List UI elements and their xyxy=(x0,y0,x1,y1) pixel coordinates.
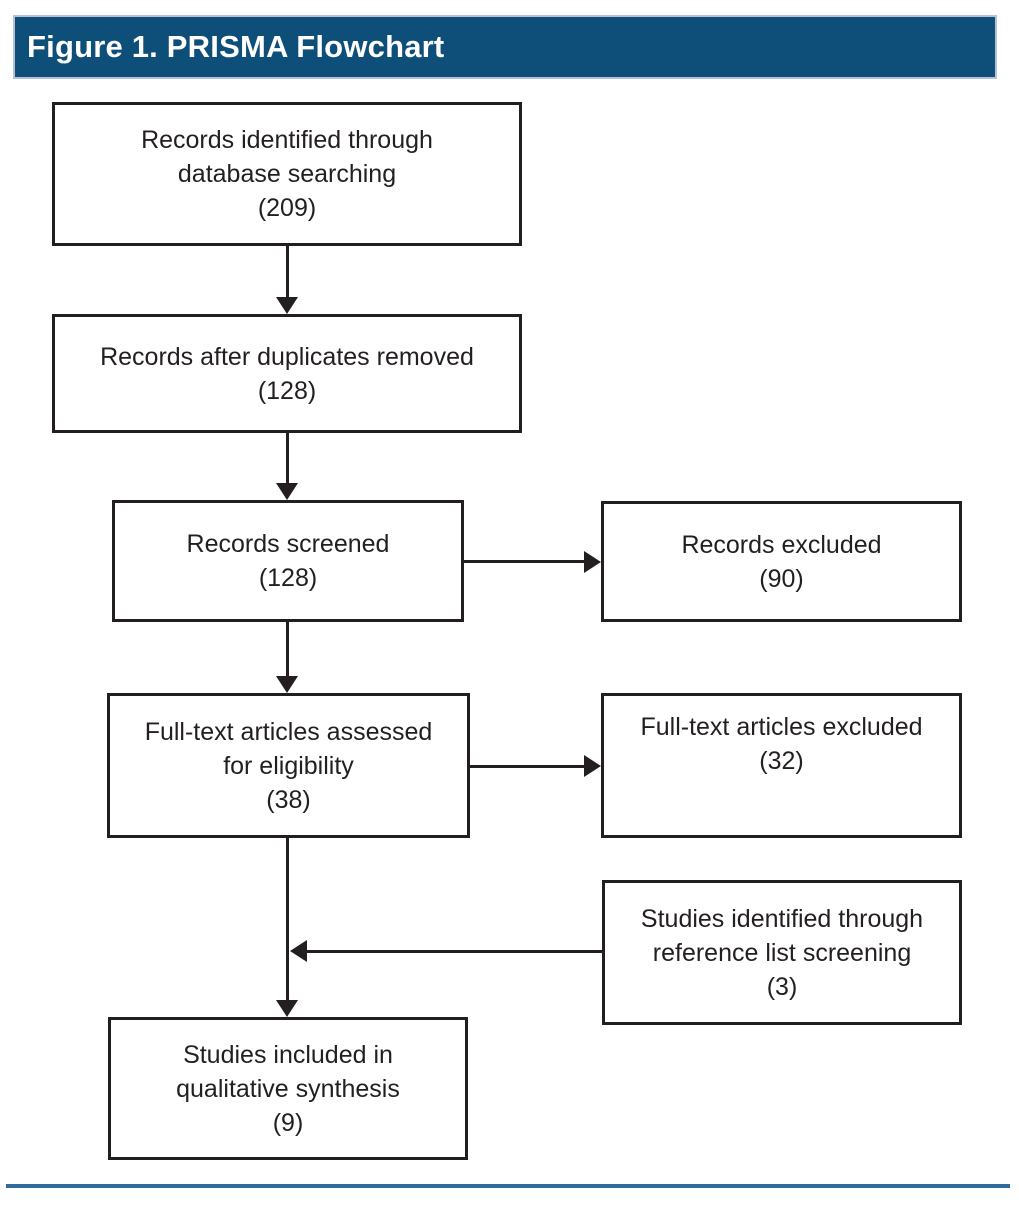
box-line: Records identified through xyxy=(141,126,433,154)
arrowhead-down-icon xyxy=(276,676,298,693)
flow-box-fulltext-excluded: Full-text articles excluded (32) xyxy=(601,693,962,838)
arrow-shaft xyxy=(286,838,289,1000)
flow-box-records-excluded: Records excluded (90) xyxy=(601,501,962,622)
box-line: (209) xyxy=(257,194,317,222)
box-line: (32) xyxy=(759,747,804,775)
box-line: (3) xyxy=(766,972,798,1001)
flow-box-records-screened: Records screened (128) xyxy=(112,500,464,622)
figure-title: Figure 1. PRISMA Flowchart xyxy=(27,29,445,64)
arrowhead-down-icon xyxy=(276,483,298,500)
box-line: reference list screening xyxy=(652,938,912,967)
flow-box-studies-included: Studies included in qualitative synthesi… xyxy=(108,1017,468,1160)
box-line: Full-text articles assessed xyxy=(144,717,433,746)
arrowhead-down-icon xyxy=(276,1000,298,1017)
box-line: Records excluded xyxy=(681,530,882,559)
box-line: Records after duplicates removed xyxy=(100,342,474,371)
box-line: (38) xyxy=(266,785,311,814)
box-line: (128) xyxy=(258,564,318,592)
box-line: qualitative synthesis xyxy=(176,1074,400,1103)
box-line: Studies identified through xyxy=(640,904,924,933)
arrowhead-down-icon xyxy=(276,297,298,314)
arrow-shaft xyxy=(464,560,584,563)
box-line: Full-text articles excluded xyxy=(640,713,923,741)
arrow-shaft xyxy=(470,765,584,768)
box-line: (128) xyxy=(257,376,317,405)
arrowhead-right-icon xyxy=(584,551,601,573)
flow-box-studies-reference-list: Studies identified through reference lis… xyxy=(602,880,962,1025)
box-line: (90) xyxy=(759,564,804,593)
flow-box-records-after-duplicates: Records after duplicates removed (128) xyxy=(52,314,522,433)
arrowhead-left-icon xyxy=(290,940,307,962)
box-line: Studies included in xyxy=(183,1040,393,1069)
figure-title-bar: Figure 1. PRISMA Flowchart xyxy=(13,15,997,79)
box-line: for eligibility xyxy=(223,751,354,780)
arrow-shaft xyxy=(286,622,289,676)
arrow-shaft xyxy=(286,246,289,297)
flow-box-records-identified: Records identified through database sear… xyxy=(52,102,522,246)
flow-box-fulltext-assessed: Full-text articles assessed for eligibil… xyxy=(107,693,470,838)
arrowhead-right-icon xyxy=(584,755,601,777)
box-line: (9) xyxy=(272,1108,304,1137)
box-line: database searching xyxy=(177,160,397,188)
arrow-shaft xyxy=(307,950,602,953)
bottom-divider-rule xyxy=(6,1184,1010,1188)
box-line: Records screened xyxy=(186,530,390,558)
arrow-shaft xyxy=(286,433,289,483)
